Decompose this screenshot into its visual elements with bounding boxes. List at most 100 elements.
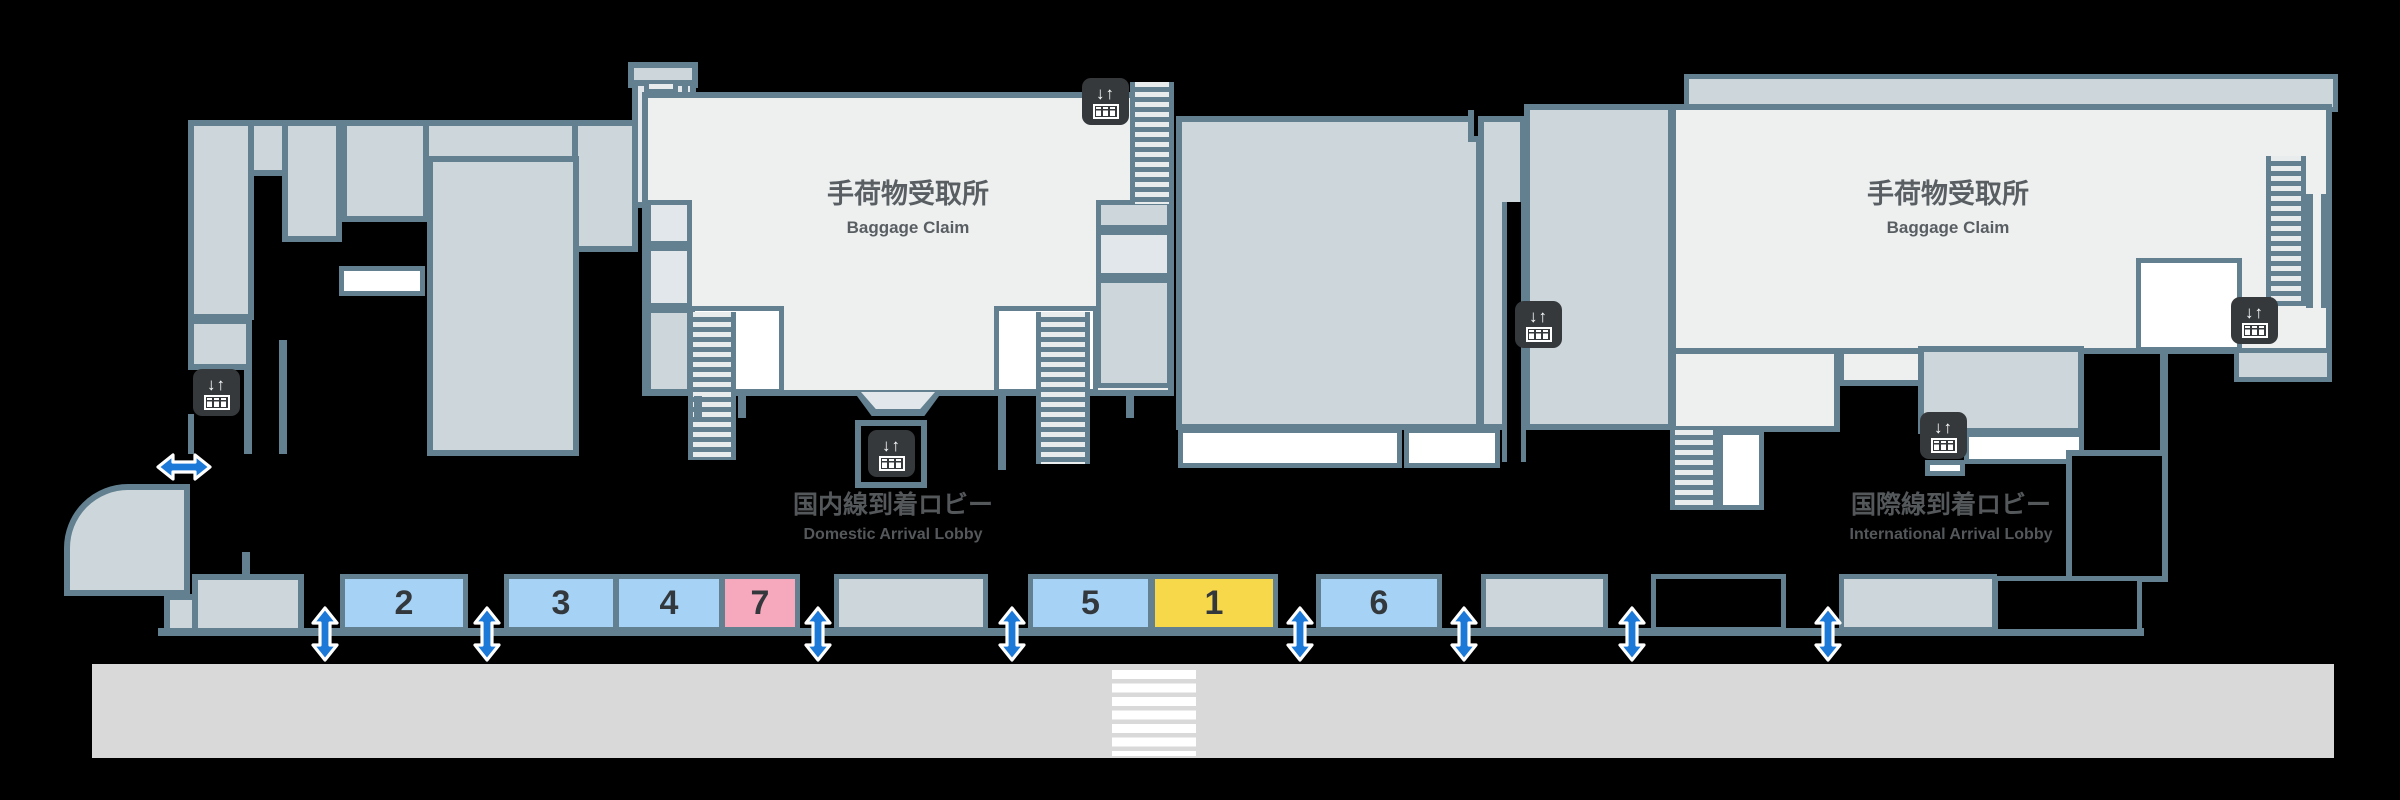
domestic-arrival-lobby-label: 国内線到着ロビー Domestic Arrival Lobby xyxy=(750,490,1036,544)
international-lobby-jp: 国際線到着ロビー xyxy=(1850,491,2051,519)
hall2-mid-extension xyxy=(1838,348,1928,386)
left-step-block-high xyxy=(192,574,304,634)
baggage-claim-2-jp: 手荷物受取所 xyxy=(1867,179,2029,209)
entrance-arrow-icon xyxy=(1813,606,1843,667)
entrance-stop-5: 5 xyxy=(1028,574,1153,632)
stop-label: 3 xyxy=(551,583,571,622)
elevator-arrows: ↓↑ xyxy=(882,435,901,455)
entrance-stop-2: 2 xyxy=(340,574,468,632)
elevator-cab xyxy=(878,455,905,471)
left-annex xyxy=(427,156,579,456)
left-wing-mid-column xyxy=(282,120,342,242)
entrance-arrow-icon xyxy=(1449,606,1479,667)
hall1-right-room xyxy=(1096,278,1172,388)
entrance-canopy xyxy=(1839,574,1997,632)
elevator-cab xyxy=(1930,437,1957,453)
elevator-icon: ↓↑ xyxy=(1515,301,1562,348)
entrance-arrow-icon xyxy=(310,606,340,667)
left-white-room xyxy=(339,266,425,296)
entrance-arrow-icon xyxy=(997,606,1027,667)
elevator-icon: ↓↑ xyxy=(1082,78,1129,125)
entrance-arrow-icon xyxy=(156,452,212,487)
hall1-center-bay-fill xyxy=(861,392,935,409)
baggage-claim-2-en: Baggage Claim xyxy=(1886,217,2010,237)
right-end-wall xyxy=(2160,350,2168,454)
international-arrival-lobby-label: 国際線到着ロビー International Arrival Lobby xyxy=(1806,490,2096,544)
elevator-cab xyxy=(203,394,230,410)
left-corridor-wall xyxy=(244,370,252,454)
hall1-left-room xyxy=(646,308,692,394)
hall2-left-extension xyxy=(1670,348,1840,432)
elevator-icon: ↓↑ xyxy=(1920,412,1967,459)
left-corridor-stub xyxy=(242,552,250,576)
entrance-arrow-icon xyxy=(1285,606,1315,667)
stop-label: 5 xyxy=(1081,583,1100,622)
domestic-lobby-en: Domestic Arrival Lobby xyxy=(803,526,983,544)
domestic-lobby-jp: 国内線到着ロビー xyxy=(792,491,993,519)
elevator-icon: ↓↑ xyxy=(868,430,915,477)
stairs-icon xyxy=(2266,156,2306,306)
elevator-cab xyxy=(1525,326,1552,342)
terminal-front-wall xyxy=(158,628,2144,636)
left-wing-right-column xyxy=(572,120,638,252)
baggage-claim-1-en: Baggage Claim xyxy=(846,217,970,237)
middle-white-room xyxy=(1404,428,1500,468)
hall1-exit-wall xyxy=(738,396,746,418)
elevator-cab xyxy=(2241,322,2268,338)
elevator-cab xyxy=(1092,103,1119,119)
stairs-icon xyxy=(1130,82,1174,204)
entrance-structure xyxy=(1651,574,1786,632)
elevator-arrows: ↓↑ xyxy=(1096,83,1115,103)
entrance-stop-4: 4 xyxy=(614,574,724,632)
hall1-exit-wall xyxy=(694,396,702,418)
stair-rail xyxy=(2306,194,2313,308)
left-corridor-wall xyxy=(188,414,194,454)
roadway xyxy=(92,664,2334,758)
right-end-room xyxy=(2066,450,2168,582)
stairs-icon xyxy=(1036,312,1090,464)
hall1-left-room xyxy=(646,200,692,246)
middle-white-room xyxy=(1178,428,1402,468)
elevator-arrows: ↓↑ xyxy=(2245,302,2264,322)
stop-label: 2 xyxy=(394,583,414,622)
entrance-canopy xyxy=(834,574,988,632)
stairs-icon xyxy=(688,312,736,460)
elevator-arrows: ↓↑ xyxy=(1934,417,1953,437)
right-stair-corridor xyxy=(1718,430,1764,510)
hall1-left-room xyxy=(646,246,692,308)
hall1-exit-wall xyxy=(1126,396,1134,418)
entrance-stop-6: 6 xyxy=(1316,574,1442,632)
international-lobby-en: International Arrival Lobby xyxy=(1849,526,2053,544)
hall2-right-apron xyxy=(2234,348,2332,382)
hall2-label: 手荷物受取所 Baggage Claim xyxy=(1670,178,2226,238)
right-wing xyxy=(1524,104,1674,430)
hall1-right-room xyxy=(1096,230,1172,278)
stop-label: 1 xyxy=(1204,583,1224,622)
entrance-stop-1: 1 xyxy=(1150,574,1278,632)
stair-rail xyxy=(2321,194,2328,308)
stop-label: 4 xyxy=(659,583,679,622)
stop-label: 6 xyxy=(1369,583,1389,622)
middle-building xyxy=(1176,116,1482,430)
entrance-stop-3: 3 xyxy=(504,574,618,632)
elevator-icon: ↓↑ xyxy=(193,369,240,416)
left-wing-left-column xyxy=(188,120,254,320)
elevator-arrows: ↓↑ xyxy=(207,374,226,394)
crosswalk xyxy=(1112,670,1196,756)
hall2-protrusion-white-room xyxy=(1964,432,2084,464)
baggage-claim-1-jp: 手荷物受取所 xyxy=(827,179,989,209)
left-corridor-wall xyxy=(279,340,287,454)
entrance-canopy xyxy=(1481,574,1608,632)
elevator-icon: ↓↑ xyxy=(2231,297,2278,344)
stairs-icon xyxy=(1670,430,1718,510)
stop-label: 7 xyxy=(750,583,770,622)
hall2-white-room xyxy=(2136,258,2242,352)
left-wing-wide-column xyxy=(341,120,429,222)
left-elevator-lobby xyxy=(188,318,252,370)
stair-rail xyxy=(998,396,1006,470)
entrance-arrow-icon xyxy=(472,606,502,667)
elevator5-landing xyxy=(1925,460,1965,476)
entrance-stop-7: 7 xyxy=(720,574,800,632)
elevator-arrows: ↓↑ xyxy=(1529,306,1548,326)
